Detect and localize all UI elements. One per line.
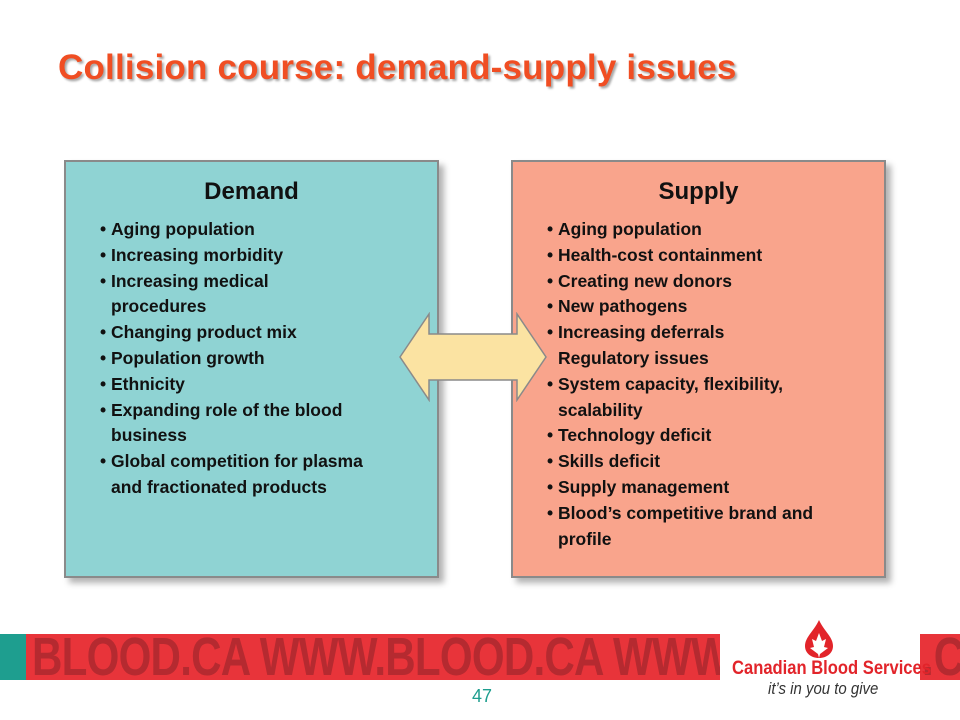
footer-teal-block-left [0,634,26,680]
demand-list-item: procedures [111,296,207,317]
demand-list-item: Population growth [100,346,423,372]
demand-list-item: Changing product mix [100,320,423,346]
demand-list-item: Aging population [100,217,423,243]
supply-list-item: Aging population [547,217,870,243]
supply-list-item: Creating new donors [547,269,870,295]
demand-list-item: Ethnicity [100,372,423,398]
supply-list-item: Health-cost containment [547,243,870,269]
supply-list-item: New pathogens [547,294,870,320]
supply-list: Aging populationHealth-cost containmentC… [547,217,870,552]
footer-banner-text: BLOOD.CA WWW.BLOOD.CA WWW [32,634,720,680]
demand-heading: Demand [204,178,299,205]
supply-list-item: Increasing deferrals [547,320,870,346]
page-number: 47 [472,686,493,706]
demand-list-item: Global competition for plasma [100,449,423,475]
blood-drop-icon [805,620,833,658]
logo-tagline: it’s in you to give [768,679,879,698]
slide-title: Collision course: demand-supply issues [58,48,737,87]
demand-list-item: Expanding role of the blood [100,398,423,424]
double-headed-arrow-icon [399,312,547,402]
canadian-blood-services-logo: Canadian Blood Services it’s in you to g… [724,615,931,705]
demand-list-item: Increasing medical [100,269,423,295]
supply-list-item: profile [558,528,612,549]
supply-list-item: scalability [558,399,643,420]
demand-list-item: business [111,425,187,446]
footer-banner-right-text: .C [922,634,960,680]
demand-panel: Demand Aging populationIncreasing morbid… [64,160,439,578]
demand-list: Aging populationIncreasing morbidityIncr… [100,217,423,501]
logo-name: Canadian Blood Services [732,657,931,679]
supply-heading: Supply [658,178,739,205]
demand-list-item: and fractionated products [111,476,327,497]
supply-list-item: Blood’s competitive brand and [547,501,870,527]
supply-list-item: Regulatory issues [558,347,709,368]
supply-panel: Supply Aging populationHealth-cost conta… [511,160,886,578]
arrow-shape [399,312,547,402]
footer-banner: BLOOD.CA WWW.BLOOD.CA WWW .C [0,634,960,680]
supply-list-item: System capacity, flexibility, [547,372,870,398]
footer-red-banner-right: .C [920,634,960,680]
footer-red-banner: BLOOD.CA WWW.BLOOD.CA WWW [26,634,720,680]
supply-list-item: Technology deficit [547,423,870,449]
supply-list-item: Skills deficit [547,449,870,475]
demand-list-item: Increasing morbidity [100,243,423,269]
supply-list-item: Supply management [547,475,870,501]
